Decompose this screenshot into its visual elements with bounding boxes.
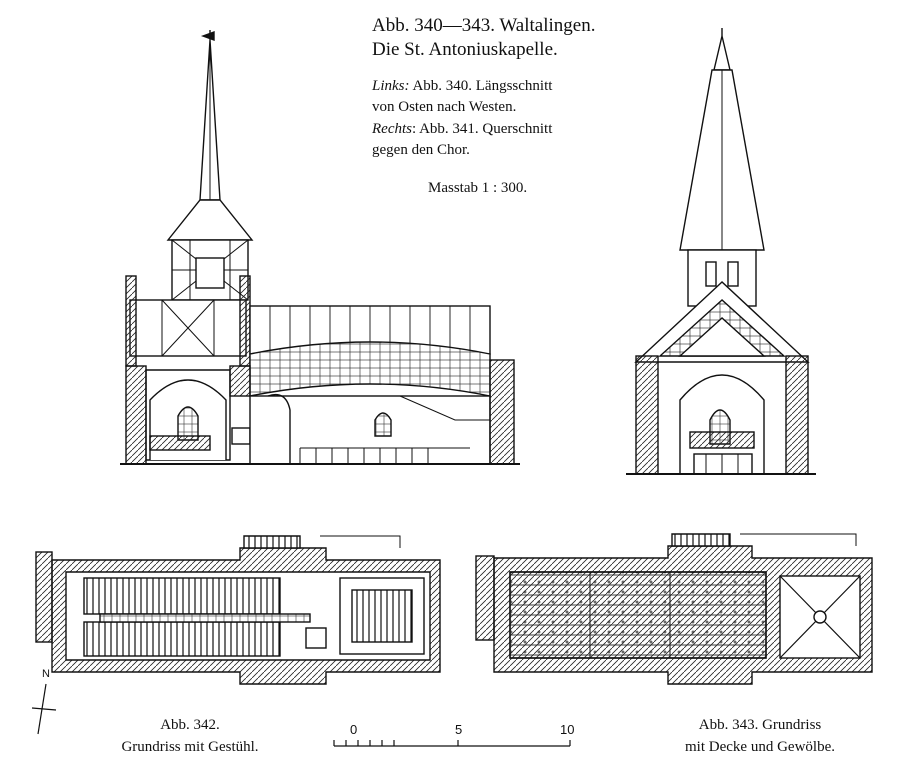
scale-text: Masstab 1 : 300.: [428, 180, 528, 196]
links-text-1: Abb. 340. Längsschnitt: [412, 78, 553, 94]
rechts-line-2: gegen den Chor.: [372, 142, 470, 158]
rechts-label: Rechts: [372, 121, 412, 137]
rechts-text-1: : Abb. 341. Querschnitt: [411, 121, 553, 137]
caption-343-line-1: Abb. 343. Grundriss: [698, 717, 822, 733]
north-label: N: [42, 668, 50, 680]
scale-tick-0: 0: [350, 722, 358, 737]
scale-tick-5: 5: [455, 722, 463, 737]
longitudinal-section: [120, 30, 520, 465]
links-line-1: Links: Abb. 340. Längsschnitt: [372, 76, 552, 96]
cross-section: [626, 28, 816, 475]
scale-tick-10: 10: [560, 722, 575, 737]
scale-bar: [333, 740, 571, 747]
caption-342-line-1: Abb. 342.: [160, 717, 220, 733]
floor-plan-ceiling: [475, 533, 873, 685]
caption-343-line-2: mit Decke und Gewölbe.: [685, 739, 835, 755]
links-line-2: von Osten nach Westen.: [372, 99, 517, 115]
title-line-1: Abb. 340—343. Waltalingen.: [372, 15, 596, 36]
rechts-line-1: Rechts: Abb. 341. Querschnitt: [372, 119, 552, 139]
floor-plan-pews: [35, 535, 441, 685]
title-line-2: Die St. Antoniuskapelle.: [372, 39, 558, 60]
caption-342-line-2: Grundriss mit Gestühl.: [121, 739, 259, 755]
links-label: Links:: [372, 78, 410, 94]
north-arrow-icon: [31, 683, 57, 735]
